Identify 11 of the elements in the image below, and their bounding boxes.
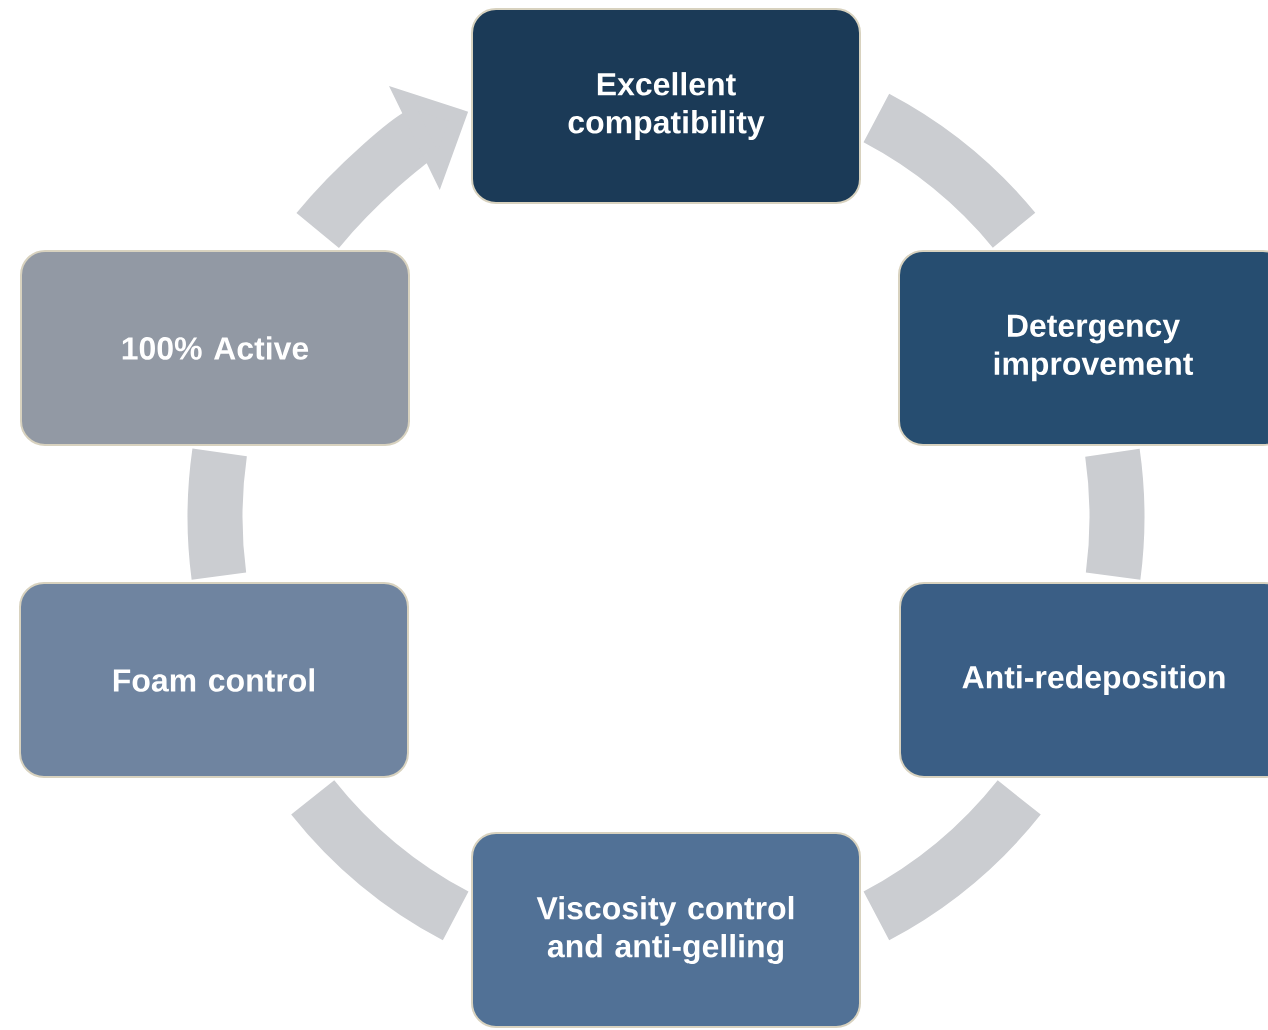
cycle-band <box>863 780 1041 941</box>
cycle-band <box>1085 449 1145 580</box>
cycle-band <box>863 93 1035 249</box>
process-box: Viscosity control and anti-gelling <box>471 832 861 1028</box>
process-box: Detergency improvement <box>898 250 1268 446</box>
cycle-band <box>291 779 469 941</box>
cycle-band <box>187 448 247 580</box>
process-box: Anti-redeposition <box>899 582 1268 778</box>
process-box: Excellent compatibility <box>471 8 861 204</box>
process-box: Foam control <box>19 582 409 778</box>
process-box: 100% Active <box>20 250 410 446</box>
